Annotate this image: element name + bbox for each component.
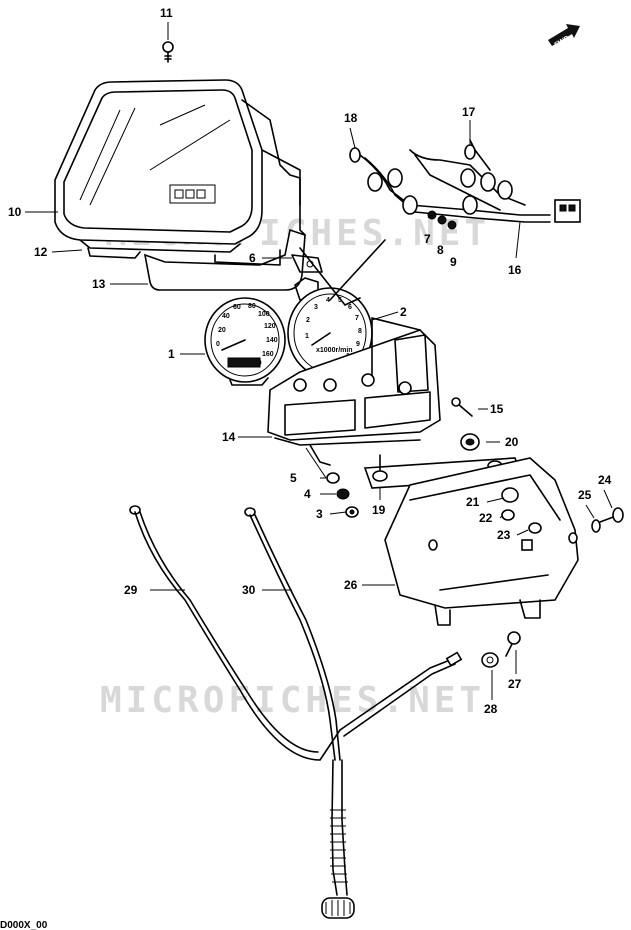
bolt-27 [505, 631, 521, 657]
callout-13: 13 [92, 277, 106, 291]
callout-1: 1 [168, 347, 175, 361]
callout-15: 15 [490, 402, 504, 416]
nut-4 [336, 488, 350, 500]
tach-mark-8: 8 [358, 328, 362, 335]
callout-10: 10 [8, 205, 22, 219]
meter-housing [267, 317, 441, 466]
callout-18: 18 [344, 111, 358, 125]
callout-5: 5 [290, 471, 297, 485]
callout-30: 30 [242, 583, 256, 597]
callout-8: 8 [437, 243, 444, 257]
screw-3 [345, 506, 359, 518]
speedo-mark-40: 40 [222, 313, 230, 320]
speedo-mark-140: 140 [266, 337, 278, 344]
callout-12: 12 [34, 245, 48, 259]
grommet-20 [460, 433, 480, 451]
tach-mark-4: 4 [326, 297, 330, 304]
speedo-mark-80: 80 [248, 303, 256, 310]
callout-16: 16 [508, 263, 522, 277]
tach-mark-1: 1 [305, 333, 309, 340]
speedo-mark-120: 120 [264, 323, 276, 330]
tach-mark-7: 7 [355, 315, 359, 322]
footer-code: D000X_00 [0, 920, 48, 930]
watermark-bottom: MICROFICHES.NET [100, 680, 485, 721]
bolt-24 [599, 507, 624, 523]
callout-7: 7 [424, 232, 431, 246]
speedo-mark-60: 60 [233, 304, 241, 311]
tach-mark-9: 9 [356, 341, 360, 348]
callout-24: 24 [598, 473, 612, 487]
callout-14: 14 [222, 430, 236, 444]
meter-lower-case [384, 457, 579, 626]
speedometer: 20 40 60 80 100 120 140 160 180 0 [204, 297, 286, 386]
washer-5 [326, 472, 340, 484]
callout-27: 27 [508, 677, 522, 691]
speedo-mark-160: 160 [262, 351, 274, 358]
screw-15 [451, 397, 473, 417]
callout-11: 11 [160, 6, 173, 20]
callout-28: 28 [484, 702, 498, 716]
callout-22: 22 [479, 511, 493, 525]
callout-25: 25 [578, 488, 592, 502]
callout-23: 23 [497, 528, 511, 542]
callout-26: 26 [344, 578, 358, 592]
tach-mark-6: 6 [348, 304, 352, 311]
speedo-mark-20: 20 [218, 327, 226, 334]
speedo-mark-0: 0 [216, 341, 220, 348]
washer-25 [591, 519, 601, 533]
screw-11 [162, 41, 174, 63]
callout-3: 3 [316, 507, 323, 521]
washer-28 [481, 652, 499, 668]
tach-mark-5: 5 [338, 297, 342, 304]
callout-labels: 11 10 12 13 6 1 2 18 17 7 8 9 16 14 15 2… [8, 6, 612, 716]
callout-2: 2 [400, 305, 407, 319]
callout-19: 19 [372, 503, 386, 517]
meter-cover [54, 79, 301, 245]
wiring-harness [299, 139, 581, 306]
callout-20: 20 [505, 435, 519, 449]
callout-9: 9 [450, 255, 457, 269]
tachometer-cable [244, 507, 463, 919]
tach-mark-2: 2 [306, 317, 310, 324]
callout-29: 29 [124, 583, 138, 597]
tach-unit-label: x1000r/min [316, 347, 353, 354]
tach-mark-3: 3 [314, 304, 318, 311]
leader-lines [25, 22, 613, 700]
callout-4: 4 [304, 487, 311, 501]
callout-21: 21 [466, 495, 480, 509]
speedometer-cable [129, 505, 341, 761]
callout-6: 6 [249, 251, 256, 265]
fwd-arrow-icon: FWD [548, 24, 580, 49]
callout-17: 17 [462, 105, 476, 119]
speedo-mark-100: 100 [258, 311, 270, 318]
